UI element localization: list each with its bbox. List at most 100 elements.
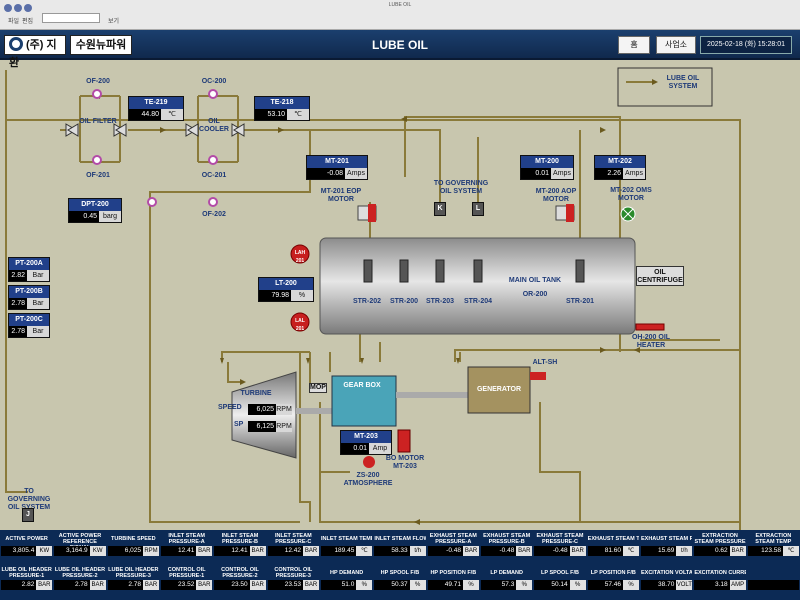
gear-box-label: GEAR BOX [343,382,381,389]
plant-name: 수원뉴파워 [70,35,132,55]
grid-cell-row2-14 [747,566,799,590]
grid-value [747,580,799,590]
grid-cell-row1-6: INLET STEAM TEMP 189.45℃ [321,532,373,556]
page-title: LUBE OIL [372,38,428,52]
company-name: (주) 지환 [9,39,57,69]
grid-header: LUBE OIL HEADER PRESSURE-1 [1,567,52,579]
filter-valves[interactable] [65,123,245,137]
motors[interactable] [357,204,636,222]
str201-label: STR-201 [565,298,594,305]
grid-header: HP POSITION F/B [430,570,477,576]
pressure-gauges [92,89,218,207]
l-valve[interactable]: L [472,202,484,216]
str203-label: STR-203 [425,298,454,305]
str200-label: STR-200 [389,298,418,305]
j-valve[interactable]: J [22,508,34,522]
gear-box[interactable] [331,375,397,427]
lah-alarm[interactable] [290,244,310,264]
grid-header: HP SPOOL F/B [380,570,420,576]
grid-header: LP POSITION F/B [590,570,636,576]
eop-motor-label: MT-201 EOP MOTOR [320,188,362,203]
strainers [363,259,585,283]
zs200-indicator [363,456,375,468]
speed-label: SPEED [218,404,242,411]
menu-file[interactable]: 파일 [8,19,20,25]
legend-label: LUBE OIL SYSTEM [666,75,700,90]
oil-heater-icon[interactable] [635,323,665,331]
back-icon[interactable] [4,4,12,12]
aop-motor-label: MT-200 AOP MOTOR [535,188,577,203]
bo-motor-label: BO MOTOR MT-203 [385,455,425,470]
menu-view[interactable]: 보기 [108,19,120,25]
bo-motor-icon[interactable] [397,429,411,453]
grid-value: 51.0% [321,580,373,590]
office-button[interactable]: 사업소 [656,36,696,54]
address-bar[interactable] [42,13,100,23]
header: (주) 지환 수원뉴파워 LUBE OIL 홈 사업소 2025-02-18 (… [0,30,800,69]
grid-header: EXHAUST STEAM PRESSURE-C [536,533,584,545]
k-valve[interactable]: K [434,202,446,216]
generator[interactable] [467,366,531,414]
grid-header: EXHAUST STEAM TEMP [587,536,639,542]
grid-header: LUBE OIL HEADER PRESSURE-3 [108,567,159,579]
grid-header: LP DEMAND [490,570,523,576]
oil-centrifuge[interactable]: OIL CENTRIFUGE [636,266,684,286]
company-logo-icon [9,37,23,51]
grid-value: 81.60℃ [587,546,639,556]
grid-value: 57.46% [587,580,639,590]
grid-value: 57.3% [481,580,533,590]
mop-label[interactable]: MOP [309,383,327,393]
grid-cell-row1-11: EXHAUST STEAM TEMP 81.60℃ [587,532,639,556]
to-governing-label: TO GOVERNING OIL SYSTEM [433,180,489,195]
grid-header: TURBINE SPEED [111,536,156,542]
grid-header: CONTROL OIL PRESSURE-2 [221,567,259,579]
grid-header: EXTRACTION STEAM PRESSURE [694,533,746,545]
grid-header: INLET STEAM TEMP [321,536,373,542]
main-oil-tank[interactable] [319,237,636,335]
grid-header: INLET STEAM PRESSURE-C [274,533,312,545]
oc201-label: OC-201 [201,172,227,179]
lah-label: LAH 201 [294,250,306,264]
forward-icon[interactable] [14,4,22,12]
home-button[interactable]: 홈 [618,36,650,54]
turbine-body[interactable] [231,371,297,459]
legend-box [617,67,713,107]
menu-edit[interactable]: 편집 [22,19,34,25]
grid-value: 189.45℃ [321,546,373,556]
grid-header: EXHAUST STEAM FLOW [641,536,693,542]
lal-alarm[interactable] [290,312,310,332]
oil-filter-label: OIL FILTER [79,118,117,125]
refresh-icon[interactable] [24,4,32,12]
